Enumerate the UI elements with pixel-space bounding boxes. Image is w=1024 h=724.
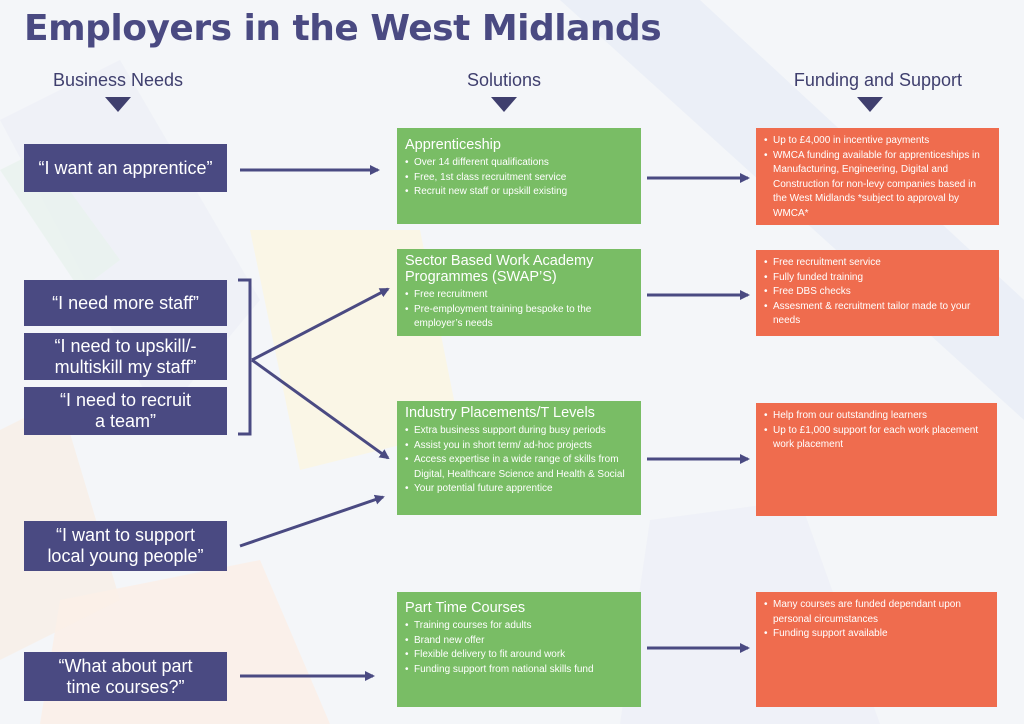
need-part-time: “What about part time courses?”: [24, 652, 227, 701]
list-item: Free recruitment: [405, 288, 633, 303]
solution-title: Apprenticeship: [405, 137, 501, 153]
need-recruit-team: “I need to recruit a team”: [24, 387, 227, 435]
need-apprentice: “I want an apprentice”: [24, 144, 227, 192]
column-header-funding: Funding and Support: [793, 70, 963, 90]
need-more-staff: “I need more staff”: [24, 280, 227, 326]
solution-title: Sector Based Work Academy Programmes (SW…: [405, 253, 594, 285]
solution-title: Part Time Courses: [405, 600, 526, 616]
solution-part-time-courses: Part Time Courses Training courses for a…: [397, 592, 641, 707]
arrow-bracket-to-swap: [251, 287, 390, 362]
funding-apprenticeship: Up to £4,000 in incentive payments WMCA …: [756, 128, 999, 225]
list-item: Brand new offer: [405, 634, 633, 649]
list-item: Pre-employment training bespoke to the e…: [405, 303, 633, 332]
list-item: Funding support available: [764, 627, 989, 642]
need-support-young-people: “I want to support local young people”: [24, 521, 227, 571]
list-item: Up to £1,000 support for each work place…: [764, 424, 989, 453]
list-item: Your potential future apprentice: [405, 482, 633, 497]
bracket: [238, 278, 252, 436]
solution-swap: Sector Based Work Academy Programmes (SW…: [397, 249, 641, 336]
column-header-solutions: Solutions: [466, 70, 542, 90]
list-item: Recruit new staff or upskill existing: [405, 185, 633, 200]
column-header-needs: Business Needs: [52, 70, 184, 90]
column-funding-triangle-icon: [857, 97, 883, 112]
arrow-young-people-to-placements: [239, 494, 385, 548]
list-item: Training courses for adults: [405, 619, 633, 634]
list-item: Many courses are funded dependant upon p…: [764, 598, 989, 627]
list-item: WMCA funding available for apprenticeshi…: [764, 149, 991, 222]
funding-swap: Free recruitment service Fully funded tr…: [756, 250, 999, 336]
funding-part-time-courses: Many courses are funded dependant upon p…: [756, 592, 997, 707]
page-title: Employers in the West Midlands: [24, 8, 662, 49]
list-item: Funding support from national skills fun…: [405, 663, 633, 678]
list-item: Free recruitment service: [764, 256, 991, 271]
need-upskill: “I need to upskill/- multiskill my staff…: [24, 333, 227, 380]
column-needs-triangle-icon: [105, 97, 131, 112]
solution-apprenticeship: Apprenticeship Over 14 different qualifi…: [397, 128, 641, 224]
list-item: Assesment & recruitment tailor made to y…: [764, 300, 991, 329]
list-item: Assist you in short term/ ad-hoc project…: [405, 439, 633, 454]
solution-title: Industry Placements/T Levels: [405, 405, 595, 421]
list-item: Up to £4,000 in incentive payments: [764, 134, 991, 149]
column-solutions-triangle-icon: [491, 97, 517, 112]
funding-industry-placements: Help from our outstanding learners Up to…: [756, 403, 997, 516]
list-item: Over 14 different qualifications: [405, 156, 633, 171]
list-item: Free, 1st class recruitment service: [405, 171, 633, 186]
list-item: Fully funded training: [764, 271, 991, 286]
arrow-bracket-to-placements: [251, 358, 390, 460]
list-item: Access expertise in a wide range of skil…: [405, 453, 633, 482]
list-item: Help from our outstanding learners: [764, 409, 989, 424]
solution-industry-placements: Industry Placements/T Levels Extra busin…: [397, 401, 641, 515]
list-item: Flexible delivery to fit around work: [405, 648, 633, 663]
list-item: Free DBS checks: [764, 285, 991, 300]
list-item: Extra business support during busy perio…: [405, 424, 633, 439]
